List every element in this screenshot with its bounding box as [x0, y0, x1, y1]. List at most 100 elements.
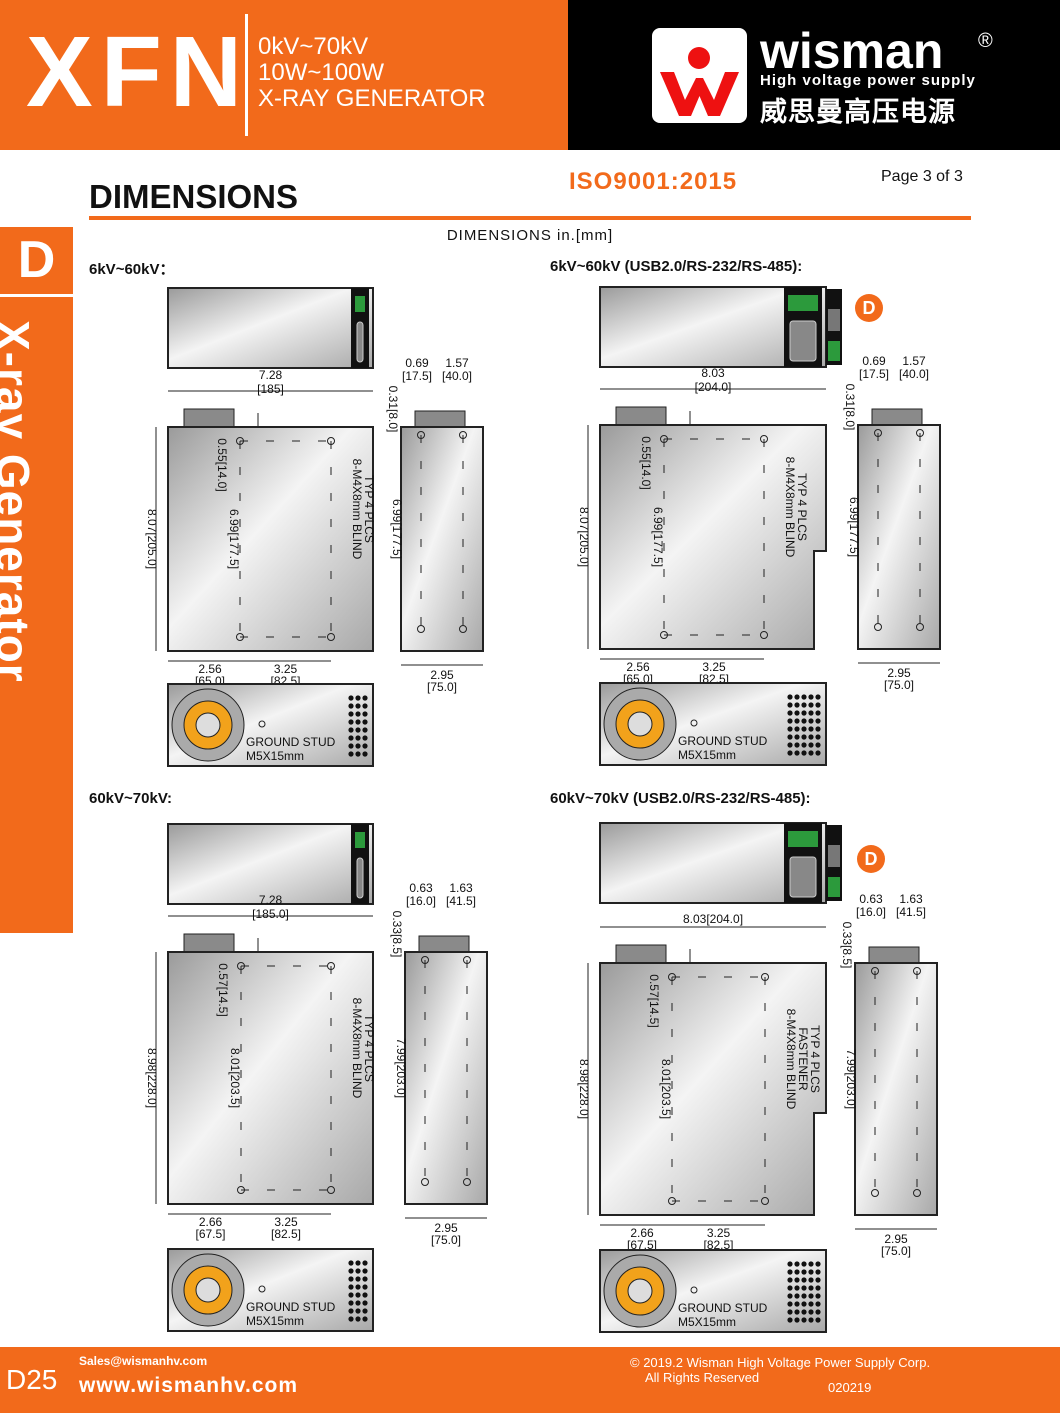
- hole-spacing-dimension: 6.99[177.5]: [651, 507, 665, 567]
- side-width-metric: [75.0]: [881, 1244, 911, 1258]
- vent-hole: [808, 1293, 814, 1299]
- vent-hole: [794, 1293, 800, 1299]
- vent-hole: [362, 751, 368, 757]
- ground-stud-label: GROUND STUD: [678, 1301, 768, 1315]
- hole-offset-dimension: 0.57[14.5]: [647, 974, 661, 1027]
- side-dim-top-a: 0.69: [862, 354, 886, 368]
- vent-hole: [801, 742, 807, 748]
- serial-port-icon: [828, 845, 840, 867]
- side-dim-offset: 0.33[8.5]: [840, 922, 854, 969]
- footer-email[interactable]: Sales@wismanhv.com: [79, 1354, 208, 1368]
- mounting-note: 8-M4X8mm BLIND: [350, 998, 364, 1099]
- vent-hole: [348, 695, 354, 701]
- vent-hole: [801, 710, 807, 716]
- vent-hole: [355, 1284, 361, 1290]
- ground-stud-icon: [690, 1286, 698, 1294]
- vent-hole: [808, 1309, 814, 1315]
- vent-hole: [355, 719, 361, 725]
- side-tab-divider: [0, 294, 73, 297]
- vent-hole: [815, 734, 821, 740]
- vent-hole: [815, 718, 821, 724]
- vent-hole: [348, 1284, 354, 1290]
- side-dim-top-b: 1.57: [902, 354, 926, 368]
- vent-hole: [808, 1301, 814, 1307]
- vent-hole: [808, 1317, 814, 1323]
- side-dim-top-b: 1.63: [449, 881, 473, 895]
- vent-hole: [794, 694, 800, 700]
- vent-hole: [801, 750, 807, 756]
- side-dim-top-a: 0.69: [405, 356, 429, 370]
- side-dim-hole-spacing: 6.99[177.5]: [390, 499, 404, 559]
- vent-hole: [348, 743, 354, 749]
- vent-hole: [355, 1308, 361, 1314]
- brand-name: wisman: [760, 23, 944, 79]
- front-view-housing: [599, 962, 827, 1216]
- vent-hole: [801, 718, 807, 724]
- vent-hole: [355, 743, 361, 749]
- vent-hole: [362, 1316, 368, 1322]
- vent-hole: [787, 1301, 793, 1307]
- side-hole-icon: [459, 625, 467, 633]
- side-width-value: 2.95: [884, 1232, 908, 1246]
- bottom-dim-a: 2.56: [198, 662, 222, 676]
- footer-page-code: D25: [6, 1364, 58, 1395]
- mount-hole-icon: [761, 1197, 769, 1205]
- vent-hole: [787, 1269, 793, 1275]
- vent-hole: [787, 718, 793, 724]
- front-view-housing: [167, 426, 374, 652]
- bottom-dim-a: 2.56: [626, 660, 650, 674]
- side-dim-top-b-metric: [41.5]: [446, 894, 476, 908]
- vent-hole: [362, 1292, 368, 1298]
- vent-hole: [794, 1277, 800, 1283]
- ground-stud-icon: [258, 720, 266, 728]
- width-dimension-value: 7.28: [259, 893, 283, 907]
- vent-hole: [355, 1268, 361, 1274]
- ground-stud-size: M5X15mm: [246, 1314, 304, 1328]
- side-view-housing: [857, 424, 941, 650]
- vent-hole: [815, 1285, 821, 1291]
- bottom-dim-b: 3.25: [274, 662, 298, 676]
- bottom-dim-a-metric: [67.5]: [627, 1238, 657, 1252]
- vent-hole: [808, 1277, 814, 1283]
- vent-hole: [801, 1293, 807, 1299]
- vent-hole: [787, 702, 793, 708]
- bottom-dim-b-metric: [82.5]: [703, 1238, 733, 1252]
- ground-stud-size: M5X15mm: [678, 1315, 736, 1329]
- side-dim-hole-spacing: 7.99[203.0]: [394, 1038, 408, 1098]
- ground-stud-label: GROUND STUD: [246, 735, 336, 749]
- side-hole-icon: [871, 1189, 879, 1197]
- vent-hole: [801, 726, 807, 732]
- bottom-dim-b: 3.25: [707, 1226, 731, 1240]
- vent-hole: [801, 1261, 807, 1267]
- vent-hole: [348, 1260, 354, 1266]
- section-label-60-70kv: 60kV~70kV:: [89, 790, 172, 807]
- hv-socket: [627, 1278, 653, 1304]
- hole-spacing-dimension: 8.01[203.5]: [659, 1059, 673, 1119]
- side-width-metric: [75.0]: [884, 678, 914, 692]
- mounting-note: TYP 4 PLCS: [362, 1014, 376, 1082]
- header-divider: [245, 14, 248, 136]
- side-tab-letter: D: [17, 231, 56, 289]
- vent-hole: [794, 742, 800, 748]
- vent-hole: [808, 710, 814, 716]
- footer-website[interactable]: www.wismanhv.com: [79, 1374, 299, 1397]
- side-dim-offset: 0.33[8.5]: [390, 911, 404, 958]
- vent-hole: [787, 1261, 793, 1267]
- width-dimension-value: 8.03: [701, 366, 725, 380]
- vent-hole: [355, 703, 361, 709]
- side-tab: [0, 227, 73, 933]
- vent-hole: [362, 719, 368, 725]
- vent-hole: [355, 727, 361, 733]
- dimensions-caption: DIMENSIONS in.[mm]: [446, 227, 614, 244]
- hole-offset-dimension: 0.57[14.5]: [216, 963, 230, 1016]
- serial-port-icon: [828, 309, 840, 331]
- vent-hole: [808, 1261, 814, 1267]
- terminal-block-icon: [788, 831, 818, 847]
- side-view-housing: [854, 962, 938, 1216]
- vent-hole: [808, 750, 814, 756]
- vent-hole: [355, 1316, 361, 1322]
- vent-hole: [355, 1300, 361, 1306]
- bottom-dim-a: 2.66: [630, 1226, 654, 1240]
- ground-stud-size: M5X15mm: [246, 749, 304, 763]
